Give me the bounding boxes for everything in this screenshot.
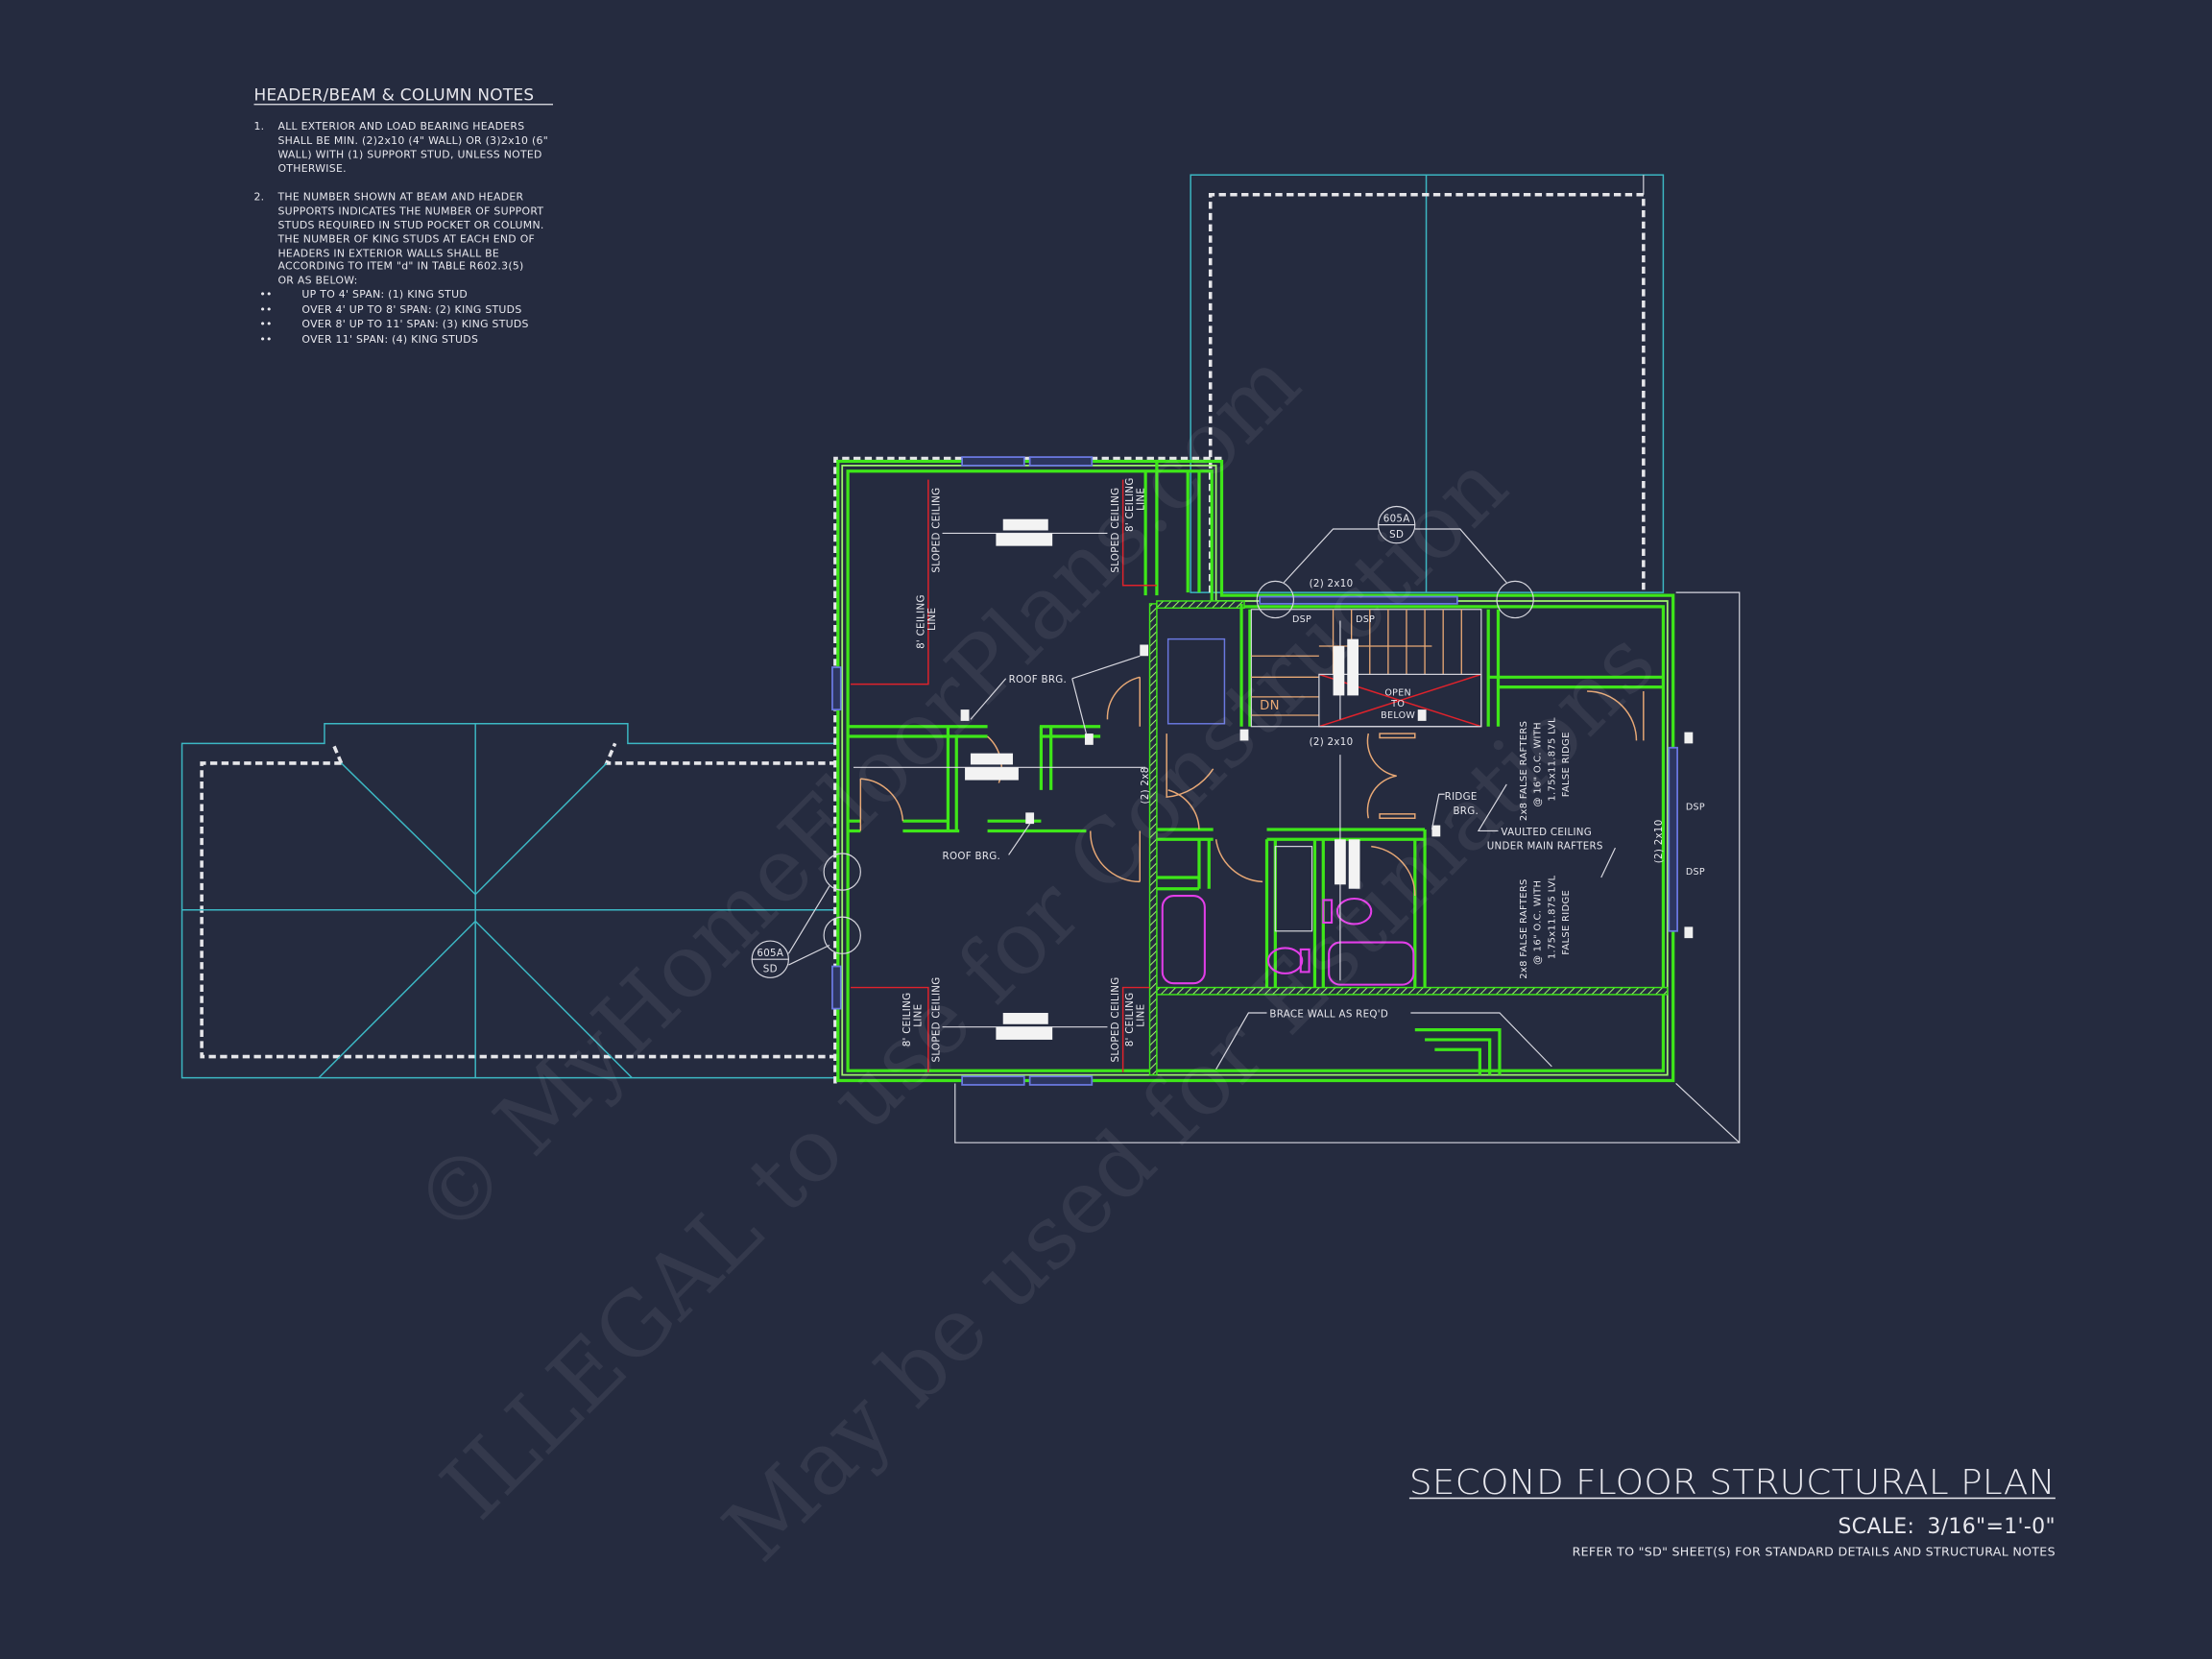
- plan-title: SECOND FLOOR STRUCTURAL PLAN: [1409, 1463, 2056, 1503]
- false-rafters-label: FALSE RIDGE: [1561, 890, 1572, 955]
- note-bullet: OVER 4' UP TO 8' SPAN: (2) KING STUDS: [301, 303, 521, 316]
- note-number: 1.: [253, 120, 264, 132]
- false-rafters-label: 2x8 FALSE RAFTERS: [1519, 878, 1529, 978]
- note-number: 2.: [253, 191, 264, 204]
- note-line: OR AS BELOW:: [277, 274, 357, 286]
- brace-wall-label: BRACE WALL AS REQ'D: [1269, 1008, 1388, 1020]
- note-line: SUPPORTS INDICATES THE NUMBER OF SUPPORT: [277, 204, 543, 217]
- note-line: STUDS REQUIRED IN STUD POCKET OR COLUMN.: [277, 219, 543, 231]
- sloped-ceiling-label: SLOPED CEILING: [1110, 488, 1121, 573]
- header-beam-notes: HEADER/BEAM & COLUMN NOTES 1. ALL EXTERI…: [253, 84, 553, 346]
- sloped-ceiling-label: SLOPED CEILING: [1110, 976, 1121, 1062]
- ridge-bearing-label: RIDGE: [1445, 791, 1478, 803]
- note-line: SHALL BE MIN. (2)2x10 (4" WALL) OR (3)2x…: [277, 134, 548, 147]
- ceiling-line-label: 8' CEILING: [1124, 477, 1136, 532]
- sloped-ceiling-label: SLOPED CEILING: [931, 976, 943, 1062]
- header-size-label: (2) 2x10: [1310, 578, 1354, 589]
- note-line: HEADERS IN EXTERIOR WALLS SHALL BE: [277, 247, 499, 259]
- refer-note: REFER TO "SD" SHEET(S) FOR STANDARD DETA…: [1573, 1545, 2056, 1559]
- ceiling-line-label: 8' CEILING: [902, 993, 913, 1047]
- detail-markers: 605A SD 605A SD: [751, 505, 1534, 978]
- ceiling-line-label: 8' CEILING: [915, 594, 926, 649]
- dsp-label: DSP: [1356, 614, 1375, 625]
- detail-sheet: SD: [1389, 529, 1404, 541]
- detail-number: 605A: [757, 948, 783, 959]
- stair: DN OPEN TO BELOW: [1250, 609, 1482, 728]
- open-to-below-label: BELOW: [1381, 710, 1415, 721]
- porch-roof-outline: [180, 723, 837, 1079]
- vaulted-ceiling-label: VAULTED CEILING: [1501, 827, 1592, 838]
- false-rafters-label: 1.75x11.875 LVL: [1547, 717, 1557, 802]
- dsp-label: DSP: [1686, 802, 1705, 812]
- note-line: THE NUMBER SHOWN AT BEAM AND HEADER: [276, 191, 523, 204]
- note-line: ACCORDING TO ITEM "d" IN TABLE R602.3(5): [277, 260, 523, 273]
- stair-down-label: DN: [1260, 699, 1280, 713]
- windows: [831, 456, 1678, 1086]
- false-rafters-label: FALSE RIDGE: [1561, 732, 1572, 797]
- ceiling-line-label: LINE: [926, 608, 938, 631]
- open-to-below-label: OPEN: [1384, 687, 1411, 698]
- note-line: OTHERWISE.: [277, 162, 346, 175]
- ceiling-line-label: LINE: [1136, 1004, 1147, 1027]
- scale-value: 3/16"=1'-0": [1927, 1515, 2055, 1539]
- false-rafters-label: @ 16" O.C. WITH: [1533, 722, 1544, 806]
- note-bullet: OVER 8' UP TO 11' SPAN: (3) KING STUDS: [301, 318, 528, 330]
- header-size-label: (2) 2x8: [1140, 767, 1151, 805]
- roof-bearing-label: ROOF BRG.: [1009, 674, 1067, 685]
- scale-label: SCALE:: [1838, 1515, 1914, 1539]
- note-line: ALL EXTERIOR AND LOAD BEARING HEADERS: [277, 120, 524, 132]
- lower-roof-outline: [954, 591, 1741, 1143]
- dsp-label: DSP: [1292, 614, 1311, 625]
- bullet-icon: ••: [259, 318, 272, 330]
- sloped-ceiling-label: SLOPED CEILING: [931, 488, 943, 573]
- note-bullet: UP TO 4' SPAN: (1) KING STUD: [301, 288, 468, 301]
- header-size-label: (2) 2x10: [1653, 819, 1665, 863]
- note-bullet: OVER 11' SPAN: (4) KING STUDS: [301, 333, 478, 346]
- detail-number: 605A: [1383, 514, 1410, 525]
- ceiling-line-label: LINE: [1136, 488, 1147, 511]
- ceiling-lines: [851, 479, 1157, 1072]
- false-rafters-label: 2x8 FALSE RAFTERS: [1519, 721, 1529, 821]
- bullet-icon: ••: [259, 333, 272, 346]
- open-to-below-label: TO: [1390, 699, 1405, 709]
- ridge-bearing-label: BRG.: [1453, 805, 1479, 817]
- watermark: © MyHomeFloorPlans.com ILLEGAL to use fo…: [395, 331, 1674, 1580]
- note-line: WALL) WITH (1) SUPPORT STUD, UNLESS NOTE…: [277, 149, 541, 161]
- note-line: THE NUMBER OF KING STUDS AT EACH END OF: [276, 233, 535, 246]
- false-rafters-label: 1.75x11.875 LVL: [1547, 876, 1557, 960]
- notes-title: HEADER/BEAM & COLUMN NOTES: [253, 84, 534, 104]
- bath-fixtures: [1161, 637, 1415, 986]
- false-rafters-label: @ 16" O.C. WITH: [1533, 880, 1544, 965]
- upper-roof-outline: [1190, 174, 1665, 593]
- scale-line: SCALE: 3/16"=1'-0": [1838, 1515, 2056, 1539]
- ceiling-line-label: LINE: [913, 1004, 925, 1027]
- detail-sheet: SD: [763, 963, 778, 974]
- bullet-icon: ••: [259, 288, 272, 301]
- ceiling-line-label: 8' CEILING: [1124, 993, 1136, 1047]
- plan-labels: SLOPED CEILING 8' CEILING LINE SLOPED CE…: [902, 477, 1705, 1070]
- vaulted-ceiling-label: UNDER MAIN RAFTERS: [1487, 841, 1603, 853]
- beam-spans: [853, 518, 1694, 1040]
- dsp-label: DSP: [1686, 867, 1705, 878]
- bullet-icon: ••: [259, 303, 272, 316]
- header-size-label: (2) 2x10: [1310, 736, 1354, 748]
- roof-bearing-label: ROOF BRG.: [943, 851, 1001, 862]
- title-block: SECOND FLOOR STRUCTURAL PLAN SCALE: 3/16…: [1409, 1463, 2056, 1559]
